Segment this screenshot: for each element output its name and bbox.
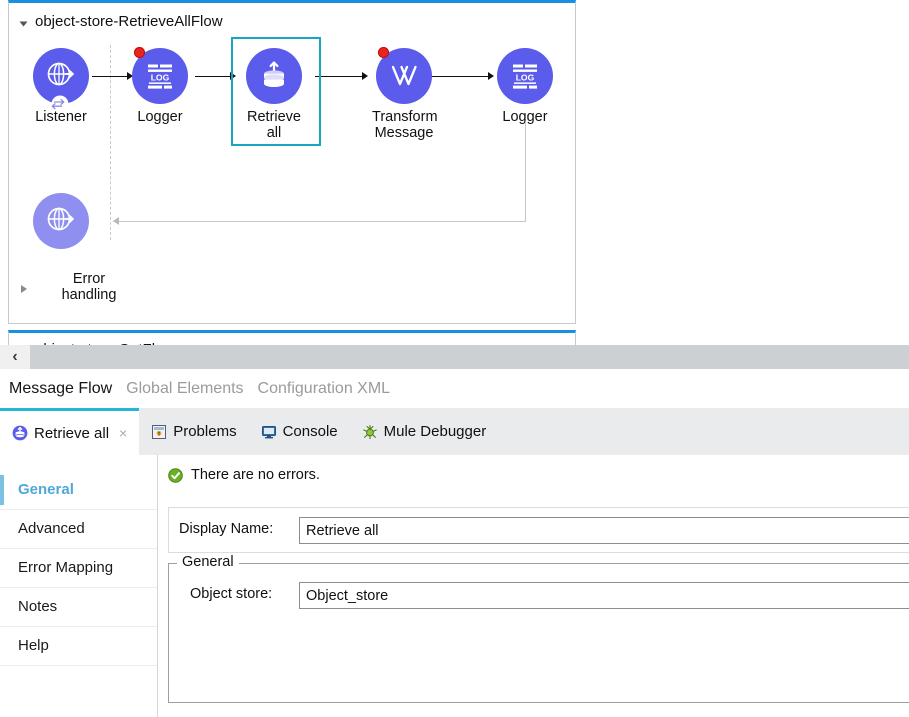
connector-2 — [195, 76, 231, 77]
flow-node-label: Retrieve all — [242, 110, 306, 141]
message-flow-canvas[interactable]: object-store-RetrieveAllFlow — [0, 0, 909, 346]
listener-exchange-badge-icon — [50, 95, 70, 113]
subtab-global-elements[interactable]: Global Elements — [126, 380, 243, 398]
status-text: There are no errors. — [191, 467, 320, 483]
mule-debugger-icon — [362, 424, 378, 440]
flow-node-retrieve-all[interactable]: Retrieve all — [242, 48, 306, 141]
properties-content: There are no errors. Display Name: Gener… — [158, 455, 909, 717]
validation-status: There are no errors. — [168, 467, 320, 483]
general-group: General Object store: — [168, 563, 909, 703]
flow-node-transform-message[interactable]: Transform Message — [372, 48, 436, 141]
svg-text:LOG: LOG — [151, 73, 170, 83]
tab-label: Problems — [173, 423, 236, 440]
object-store-label: Object store: — [190, 586, 272, 602]
display-name-label: Display Name: — [179, 521, 273, 537]
return-path-arrow — [113, 217, 119, 225]
sidebar-item-help[interactable]: Help — [0, 627, 157, 666]
display-name-group: Display Name: — [168, 507, 909, 553]
properties-panel: General Advanced Error Mapping Notes Hel… — [0, 455, 909, 717]
http-listener-icon — [33, 193, 89, 249]
problems-icon — [151, 424, 167, 440]
subtab-configuration-xml[interactable]: Configuration XML — [258, 380, 391, 398]
display-name-input[interactable] — [299, 517, 909, 544]
flow-node-label: Transform Message — [372, 110, 436, 141]
sidebar-item-advanced[interactable]: Advanced — [0, 510, 157, 549]
error-handling-label-wrap: Error handling — [39, 266, 139, 303]
collapse-left-button[interactable]: ‹ — [0, 345, 30, 369]
tab-retrieve-all[interactable]: Retrieve all × — [0, 408, 139, 455]
flow-title: object-store-RetrieveAllFlow — [35, 13, 223, 30]
source-separator — [110, 45, 112, 240]
tab-problems[interactable]: Problems — [139, 408, 248, 455]
view-tab-bar[interactable]: Retrieve all × Problems Console — [0, 408, 909, 455]
connector-3-arrow — [362, 72, 368, 80]
logger-icon: LOG — [497, 48, 553, 104]
editor-scroll-strip[interactable]: ‹ — [0, 345, 909, 369]
tab-close-icon[interactable]: × — [119, 425, 127, 441]
console-icon — [261, 424, 277, 440]
connector-1 — [92, 76, 128, 77]
sidebar-item-notes[interactable]: Notes — [0, 588, 157, 627]
properties-sidebar[interactable]: General Advanced Error Mapping Notes Hel… — [0, 455, 158, 717]
error-handling-caret[interactable] — [21, 285, 27, 293]
object-store-retrieve-icon — [246, 48, 302, 104]
tab-label: Console — [283, 423, 338, 440]
success-check-icon — [168, 468, 183, 483]
logger-icon: LOG — [132, 48, 188, 104]
flow-node-label: Logger — [493, 110, 557, 126]
svg-text:LOG: LOG — [516, 73, 535, 83]
sidebar-item-general[interactable]: General — [0, 471, 157, 510]
tab-mule-debugger[interactable]: Mule Debugger — [350, 408, 499, 455]
flow-node-logger-2[interactable]: LOG Logger — [493, 48, 557, 126]
tab-label: Retrieve all — [34, 425, 109, 442]
subtab-message-flow[interactable]: Message Flow — [9, 380, 112, 398]
general-group-legend: General — [177, 554, 239, 570]
transform-message-icon — [376, 48, 432, 104]
flow-node-listener[interactable]: Listener — [29, 48, 93, 126]
flow-container-get[interactable]: object-store-GetFlow — [8, 330, 576, 346]
flow-node-label: Logger — [128, 110, 192, 126]
editor-subtab-bar[interactable]: Message Flow Global Elements Configurati… — [0, 369, 909, 408]
tab-label: Mule Debugger — [384, 423, 487, 440]
sidebar-item-error-mapping[interactable]: Error Mapping — [0, 549, 157, 588]
flow-node-logger-1[interactable]: LOG Logger — [128, 48, 192, 126]
connector-4 — [429, 76, 489, 77]
object-store-retrieve-icon — [12, 425, 28, 441]
flow-container-retrieve-all[interactable]: object-store-RetrieveAllFlow — [8, 0, 576, 324]
error-handling-label: Error handling — [39, 272, 139, 303]
flow-collapse-caret[interactable] — [20, 22, 28, 27]
breakpoint-marker[interactable] — [378, 47, 389, 58]
flow-node-error-handling-listener[interactable] — [29, 193, 93, 255]
connector-3 — [315, 76, 363, 77]
object-store-input[interactable] — [299, 582, 909, 609]
breakpoint-marker[interactable] — [134, 47, 145, 58]
tab-console[interactable]: Console — [249, 408, 350, 455]
